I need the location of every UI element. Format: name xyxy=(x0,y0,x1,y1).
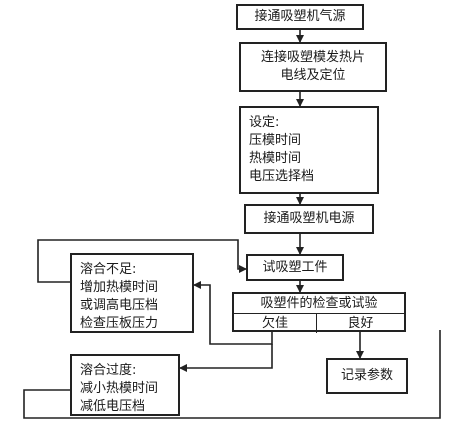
step-connect-air-source: 接通吸塑机气源 xyxy=(236,4,364,30)
inspect-title: 吸塑件的检查或试验 xyxy=(260,295,378,311)
step-connect-power-label: 接通吸塑机电源 xyxy=(263,211,355,226)
step-trial-part-label: 试吸塑工件 xyxy=(262,259,328,275)
step-connect-power: 接通吸塑机电源 xyxy=(244,204,374,234)
step-connect-air-source-label: 接通吸塑机气源 xyxy=(254,9,346,24)
excessive-step-2: 减低电压档 xyxy=(80,399,146,414)
excessive-step-1: 减小热模时间 xyxy=(80,381,159,396)
inspect-title-row: 吸塑件的检查或试验 xyxy=(234,294,404,314)
step-inspect: 吸塑件的检查或试验 欠佳 良好 xyxy=(232,292,406,333)
step-connect-heater-wires: 连接吸塑模发热片 电线及定位 xyxy=(239,42,387,92)
settings-heading: 设定: xyxy=(249,115,280,130)
settings-voltage: 电压选择档 xyxy=(249,169,315,184)
inspect-result-row: 欠佳 良好 xyxy=(234,314,404,333)
inspect-result-poor-label: 欠佳 xyxy=(261,315,288,331)
insufficient-step-1: 增加热模时间 xyxy=(80,280,159,295)
step-settings: 设定: 压模时间 热模时间 电压选择档 xyxy=(239,106,379,194)
settings-press-time: 压模时间 xyxy=(249,133,302,148)
step-record-params-label: 记录参数 xyxy=(340,368,393,383)
fix-excessive-fusion: 溶合过度: 减小热模时间 减低电压档 xyxy=(70,354,180,416)
arrow-poor-to-excessive xyxy=(179,344,273,372)
fix-insufficient-fusion: 溶合不足: 增加热模时间 或调高电压档 检查压板压力 xyxy=(70,253,194,333)
step-connect-heater-line-1: 连接吸塑模发热片 xyxy=(260,50,365,65)
loop-insufficient-to-trial xyxy=(37,239,247,283)
insufficient-heading: 溶合不足: xyxy=(80,262,137,277)
excessive-heading: 溶合过度: xyxy=(80,363,137,378)
inspect-result-good-label: 良好 xyxy=(347,315,374,331)
arrow-poor-to-insufficient xyxy=(193,281,273,345)
step-trial-part: 试吸塑工件 xyxy=(246,254,344,281)
step-record-params: 记录参数 xyxy=(326,358,408,394)
step-connect-heater-line-2: 电线及定位 xyxy=(280,68,346,83)
insufficient-step-2: 或调高电压档 xyxy=(80,298,159,313)
settings-heat-time: 热模时间 xyxy=(249,151,302,166)
loop-excessive-to-inspect xyxy=(23,330,441,419)
insufficient-step-3: 检查压板压力 xyxy=(80,316,159,331)
inspect-result-good: 良好 xyxy=(317,314,404,333)
inspect-result-poor: 欠佳 xyxy=(234,314,317,333)
